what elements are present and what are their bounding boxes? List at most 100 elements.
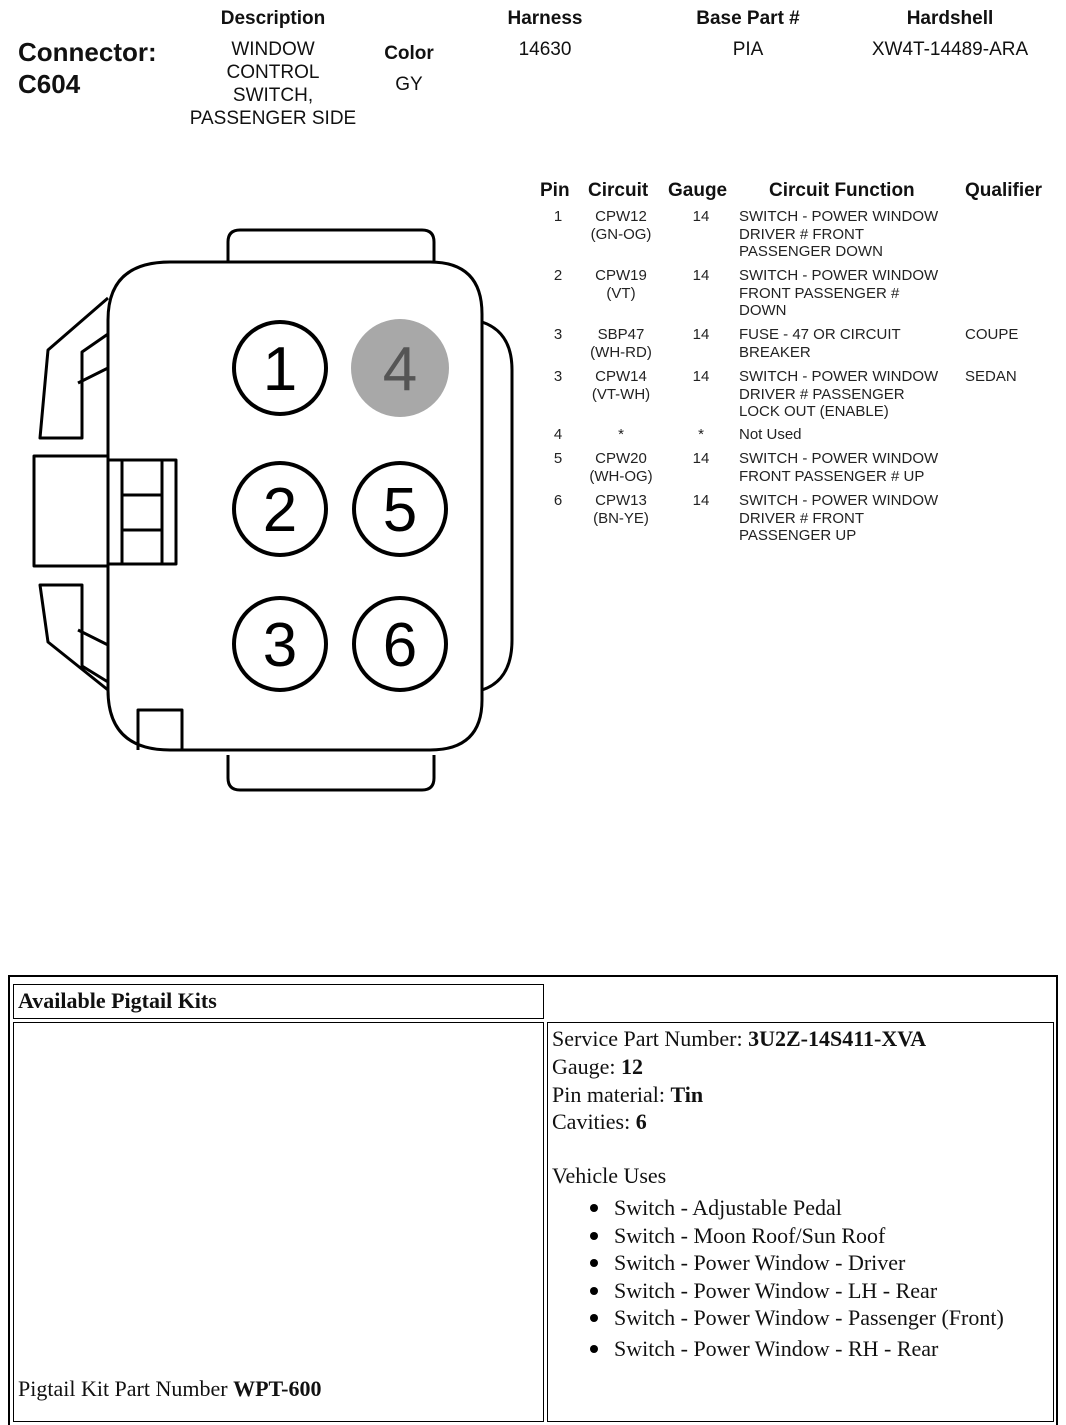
- bottom-notch: [136, 708, 184, 750]
- pigtail-kits-title: Available Pigtail Kits: [18, 988, 217, 1013]
- circuit-id: *: [618, 426, 624, 443]
- function-line: SWITCH - POWER WINDOW: [739, 208, 939, 225]
- qualifier-column-header: Qualifier: [965, 180, 1043, 201]
- kit-gauge-value: 12: [621, 1054, 644, 1079]
- bullet-icon: [590, 1204, 598, 1212]
- function-line: FUSE - 47 OR CIRCUIT: [739, 326, 901, 343]
- function-line: PASSENGER UP: [739, 527, 857, 544]
- function-line: SWITCH - POWER WINDOW: [739, 368, 939, 385]
- circuit-id: CPW20: [595, 450, 647, 467]
- base-part-value: PIA: [732, 39, 764, 60]
- circuit-code: CPW13(BN-YE): [575, 492, 667, 527]
- vehicle-uses-list: Switch - Adjustable Pedal Switch - Moon …: [586, 1194, 1026, 1362]
- bullet-icon: [590, 1231, 598, 1240]
- list-item: Switch - Power Window - Driver: [586, 1249, 1026, 1277]
- description-line: CONTROL: [226, 62, 320, 83]
- bullet-icon: [590, 1286, 598, 1295]
- function-line: DRIVER # PASSENGER: [739, 385, 905, 403]
- pigtail-part-value: WPT-600: [233, 1376, 322, 1401]
- bullet-icon: [590, 1314, 598, 1322]
- function-line: SWITCH - POWER WINDOW: [739, 492, 939, 509]
- pin-number: 3: [553, 368, 563, 385]
- description-value: WINDOW CONTROL SWITCH, PASSENGER SIDE: [163, 38, 383, 130]
- cavity-4-label: 4: [383, 335, 417, 404]
- wire-gauge: 14: [692, 208, 710, 225]
- vehicle-uses-title: Vehicle Uses: [552, 1163, 667, 1188]
- bullet-icon: [590, 1259, 598, 1267]
- circuit-color: (VT): [606, 284, 636, 302]
- function-line: DRIVER # FRONT: [739, 509, 865, 527]
- wire-gauge: 14: [692, 326, 710, 343]
- harness-header: Harness: [507, 8, 583, 29]
- pin-number: 2: [553, 267, 563, 284]
- harness-value: 14630: [518, 39, 572, 60]
- circuit-id: CPW13: [595, 492, 647, 509]
- pin-number: 4: [553, 426, 563, 443]
- pin-number: 6: [553, 492, 563, 509]
- left-lower-arm-inner: [77, 628, 109, 647]
- pigtail-part-label: Pigtail Kit Part Number: [18, 1376, 234, 1401]
- wire-gauge: 14: [692, 450, 710, 467]
- qualifier: COUPE: [965, 326, 1019, 343]
- pin-material-label: Pin material:: [552, 1082, 671, 1107]
- service-part-label: Service Part Number:: [552, 1026, 749, 1051]
- list-item: Switch - Power Window - RH - Rear: [586, 1335, 1026, 1363]
- kit-gauge-label: Gauge:: [552, 1054, 622, 1079]
- service-part-value: 3U2Z-14S411-XVA: [748, 1026, 927, 1051]
- circuit-color: (WH-RD): [590, 343, 652, 361]
- kit-gauge: Gauge: 12: [552, 1053, 643, 1081]
- cavity-6: 6: [352, 596, 448, 692]
- wire-gauge: *: [698, 426, 704, 443]
- connector-body: [106, 260, 484, 752]
- circuit-color: (VT-WH): [591, 385, 651, 403]
- circuit-code: CPW12(GN-OG): [575, 208, 667, 243]
- wire-gauge: 14: [692, 368, 710, 385]
- cavity-3-label: 3: [263, 611, 297, 680]
- circuit-code: SBP47(WH-RD): [575, 326, 667, 361]
- hardshell-header: Hardshell: [906, 8, 994, 29]
- function-line: BREAKER: [739, 343, 811, 361]
- cavity-1: 1: [232, 320, 328, 416]
- function-line: LOCK OUT (ENABLE): [739, 403, 889, 420]
- function-line: SWITCH - POWER WINDOW: [739, 450, 939, 467]
- bottom-latch: [226, 755, 436, 792]
- cavity-5-label: 5: [383, 476, 417, 545]
- pigtail-part-number: Pigtail Kit Part Number WPT-600: [18, 1376, 322, 1402]
- list-item: Switch - Power Window - LH - Rear: [586, 1277, 1026, 1305]
- cavity-5: 5: [352, 461, 448, 557]
- circuit-id: CPW12: [595, 208, 647, 225]
- function-line: SWITCH - POWER WINDOW: [739, 267, 939, 284]
- base-part-header: Base Part #: [696, 8, 800, 29]
- circuit-function: Not Used: [739, 426, 959, 444]
- wire-gauge: 14: [692, 267, 710, 284]
- bullet-icon: [590, 1344, 598, 1353]
- connector-label: Connector:: [18, 37, 157, 67]
- function-line: PASSENGER DOWN: [739, 243, 883, 260]
- function-column-header: Circuit Function: [769, 180, 915, 201]
- cavity-3: 3: [232, 596, 328, 692]
- circuit-id: CPW19: [595, 267, 647, 284]
- cavity-2-label: 2: [263, 476, 297, 545]
- connector-title: Connector: C604: [18, 36, 157, 100]
- list-item: Switch - Adjustable Pedal: [586, 1194, 1026, 1222]
- function-line: Not Used: [739, 426, 802, 443]
- circuit-color: (GN-OG): [590, 225, 652, 243]
- kit-part-cell: [13, 1022, 544, 1422]
- kit-cavities: Cavities: 6: [552, 1108, 647, 1136]
- pin-column-header: Pin: [540, 180, 570, 201]
- cavity-2: 2: [232, 461, 328, 557]
- gauge-column-header: Gauge: [668, 180, 728, 201]
- left-upper-arm-inner: [77, 366, 109, 385]
- pin-material-value: Tin: [670, 1082, 704, 1107]
- description-header: Description: [220, 8, 326, 29]
- left-upper-arm: [38, 296, 109, 440]
- cavity-1-label: 1: [263, 335, 297, 404]
- list-item: Switch - Moon Roof/Sun Roof: [586, 1222, 1026, 1250]
- kit-cavities-label: Cavities:: [552, 1109, 636, 1134]
- connector-face-diagram: 1 4 2 5 3 6: [32, 228, 514, 792]
- circuit-code: *: [575, 426, 667, 444]
- pin-material: Pin material: Tin: [552, 1081, 703, 1109]
